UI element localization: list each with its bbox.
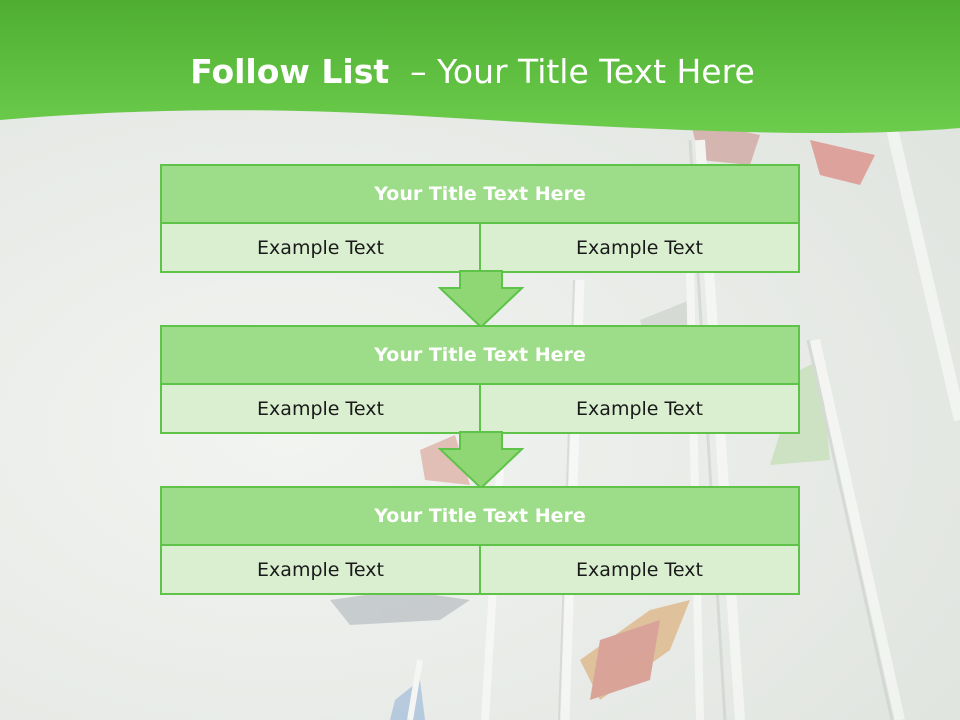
block-row: Example Text Example Text [162,224,798,271]
slide-title-rest: – Your Title Text Here [410,52,755,91]
block-row: Example Text Example Text [162,546,798,593]
slide-title-bold: Follow List [190,52,390,91]
list-block-1: Your Title Text Here Example Text Exampl… [160,164,800,273]
block-title: Your Title Text Here [162,327,798,385]
header-banner [0,0,960,133]
block-title: Your Title Text Here [162,488,798,546]
block-row: Example Text Example Text [162,385,798,432]
block-title: Your Title Text Here [162,166,798,224]
list-block-2: Your Title Text Here Example Text Exampl… [160,325,800,434]
block-cell-left: Example Text [257,558,384,581]
down-arrow-icon [438,270,524,328]
block-cell-left: Example Text [257,397,384,420]
list-block-3: Your Title Text Here Example Text Exampl… [160,486,800,595]
block-cell-right: Example Text [479,224,798,271]
down-arrow-icon [438,431,524,489]
block-cell-right: Example Text [479,546,798,593]
slide-title: Follow List – Your Title Text Here [0,52,945,91]
block-cell-right: Example Text [479,385,798,432]
block-cell-left: Example Text [257,236,384,259]
